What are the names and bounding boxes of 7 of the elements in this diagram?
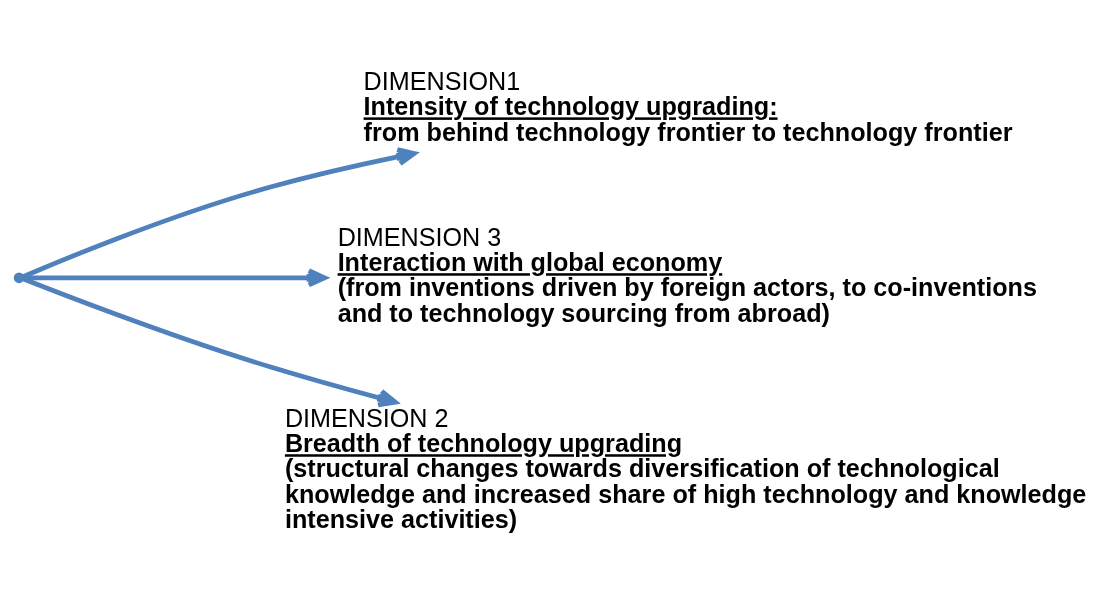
node-text: DIMENSION1 Intensity of technology upgrading: from behind technology frontier to technology frontier: [363, 67, 1013, 146]
arrow: [22, 276, 398, 408]
arrow: [22, 147, 417, 279]
node-text: DIMENSION 2 Breadth of technology upgrading (structural changes towards diversification of technological knowledge and increased share of high technology and knowledge intensive activities): [284, 404, 1087, 533]
arrow: [23, 268, 328, 288]
node-text: DIMENSION 3 Interaction with global economy (from inventions driven by foreign actors, to co-inventions and to technology sourcing from abroad): [337, 223, 1037, 327]
node-point: [13, 272, 25, 284]
